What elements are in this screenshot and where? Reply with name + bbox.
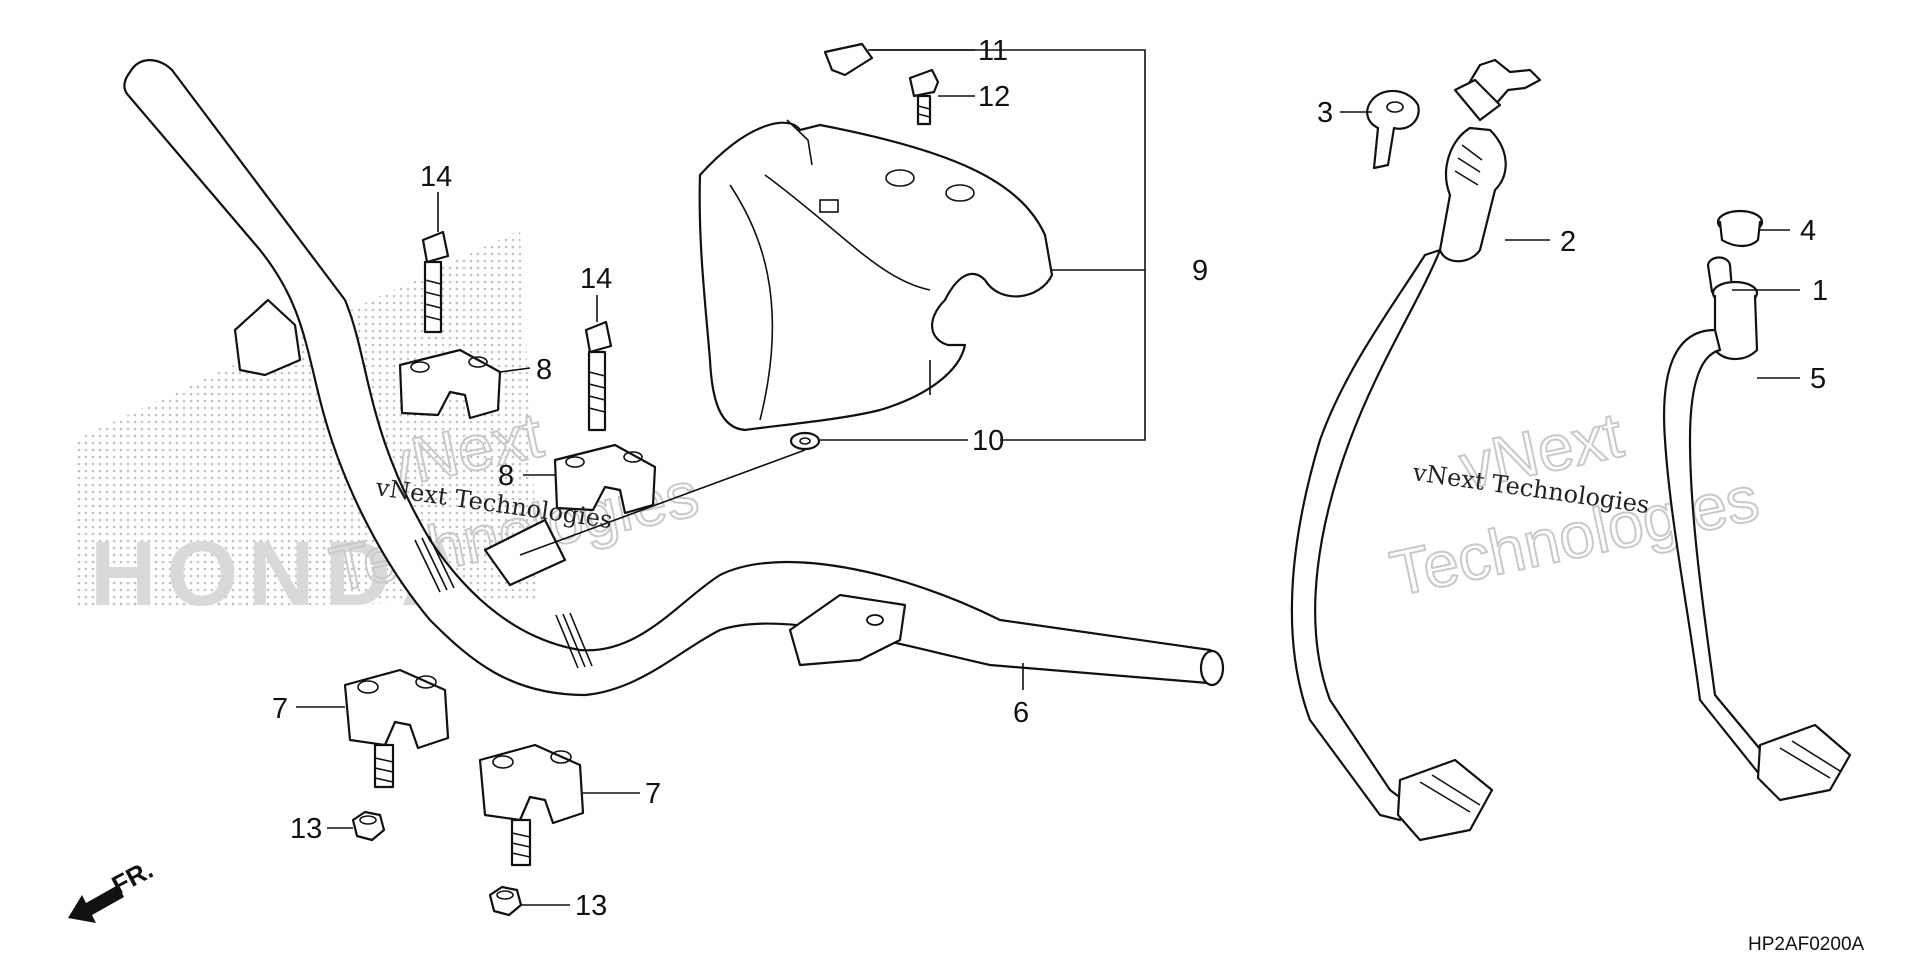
callout-3: 3 [1317, 97, 1333, 129]
callout-5: 5 [1810, 363, 1826, 395]
callout-1: 1 [1812, 275, 1828, 307]
nut-part-13b [488, 885, 523, 917]
callout-11: 11 [978, 35, 1008, 67]
ignition-switch-part-2 [1290, 58, 1542, 842]
callout-7b: 7 [645, 778, 661, 810]
callout-8a: 8 [536, 354, 552, 386]
callout-10: 10 [972, 425, 1004, 457]
bolt-part-14a [421, 230, 450, 334]
lower-holder-part-7b [478, 743, 585, 867]
nut-part-13a [351, 810, 386, 842]
callout-14b: 14 [580, 263, 612, 295]
upper-holder-part-8b [553, 443, 657, 515]
socket-part-5 [1663, 280, 1852, 802]
callout-8b: 8 [498, 460, 514, 492]
cap-part-4 [1716, 209, 1764, 248]
callout-13b: 13 [575, 890, 607, 922]
leader-lines [296, 49, 1800, 906]
lower-holder-part-7a [343, 668, 450, 789]
callout-13a: 13 [290, 813, 322, 845]
diagram-code: HP2AF0200A [1748, 934, 1865, 955]
handlebar-cover-part-9 [698, 119, 1054, 432]
grommet-part-10 [789, 431, 821, 451]
callouts: 1 2 3 4 5 6 7 7 8 8 9 10 11 12 13 13 14 … [272, 35, 1828, 922]
callout-12: 12 [978, 81, 1010, 113]
upper-holder-part-8a [398, 348, 502, 420]
callout-7a: 7 [272, 693, 288, 725]
callout-4: 4 [1800, 215, 1816, 247]
screw-part-12 [908, 68, 940, 126]
callout-9: 9 [1192, 255, 1208, 287]
front-direction-arrow: FR. [68, 854, 158, 923]
bolt-part-14b [584, 320, 613, 432]
cap-part-11 [823, 42, 874, 77]
callout-6: 6 [1013, 697, 1029, 729]
key-part-3 [1366, 89, 1420, 170]
callout-2: 2 [1560, 226, 1576, 258]
callout-14a: 14 [420, 161, 452, 193]
